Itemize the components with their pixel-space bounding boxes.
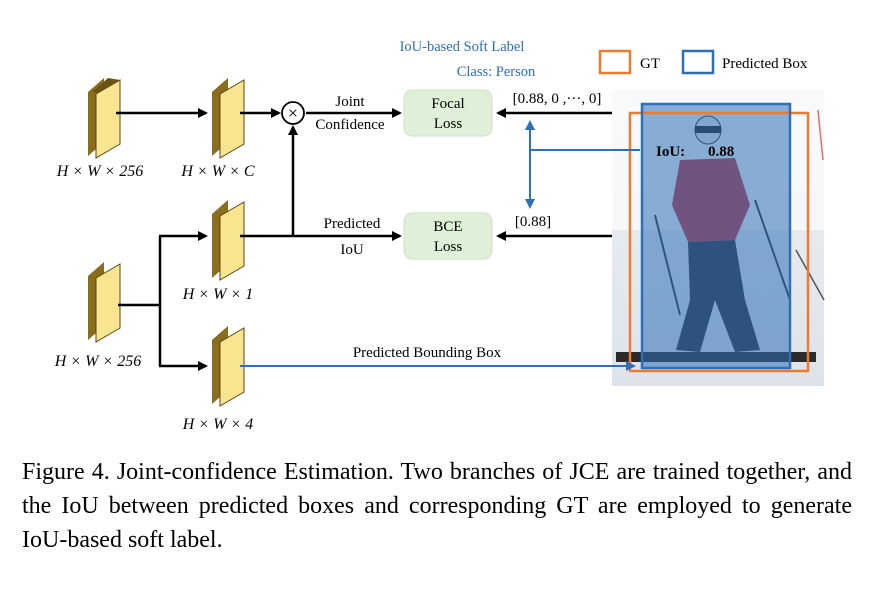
iou-output-dims: H × W × 1 xyxy=(182,286,253,303)
predicted-iou-line2: IoU xyxy=(340,242,363,258)
iou-label: IoU: xyxy=(656,144,685,160)
jce-diagram: IoU-based Soft Label Class: Person GT Pr… xyxy=(54,39,825,433)
legend-predicted-label: Predicted Box xyxy=(722,56,808,72)
figure-caption: Figure 4. Joint-confidence Estimation. T… xyxy=(22,459,852,553)
bce-loss-box xyxy=(403,212,493,260)
focal-loss-line2: Loss xyxy=(434,116,463,132)
predicted-box xyxy=(640,102,792,370)
joint-confidence-line2: Confidence xyxy=(315,117,384,133)
legend-predicted-swatch xyxy=(681,49,715,75)
feature-map-bottom-input xyxy=(88,262,121,343)
skier-image xyxy=(612,90,825,386)
focal-loss-box xyxy=(403,89,493,137)
predicted-iou-line1: Predicted xyxy=(324,216,381,232)
legend-gt-swatch xyxy=(598,49,632,75)
bce-loss-line1: BCE xyxy=(433,219,462,235)
joint-confidence-line1: Joint xyxy=(335,94,365,110)
soft-label-vector: [0.88, 0 ,···, 0] xyxy=(513,91,602,107)
predicted-bbox-label: Predicted Bounding Box xyxy=(353,345,502,361)
iou-value: 0.88 xyxy=(708,144,734,160)
multiply-symbol: × xyxy=(288,103,298,123)
bce-loss-line2: Loss xyxy=(434,239,463,255)
feature-map-top-input xyxy=(88,78,121,159)
top-input-dims: H × W × 256 xyxy=(56,163,143,180)
bottom-input-dims: H × W × 256 xyxy=(54,353,141,370)
feature-map-top-output xyxy=(212,78,245,159)
box-output-dims: H × W × 4 xyxy=(182,416,253,433)
top-output-dims: H × W × C xyxy=(180,163,254,180)
gt-box xyxy=(628,111,810,373)
feature-map-box-output xyxy=(212,326,245,407)
multiply-node xyxy=(281,101,305,125)
soft-label-title: IoU-based Soft Label xyxy=(400,39,525,55)
legend-gt-label: GT xyxy=(640,56,660,72)
soft-label-class: Class: Person xyxy=(457,64,536,80)
feature-map-iou-output xyxy=(212,200,245,281)
iou-vector: [0.88] xyxy=(515,214,551,230)
focal-loss-line1: Focal xyxy=(431,96,464,112)
